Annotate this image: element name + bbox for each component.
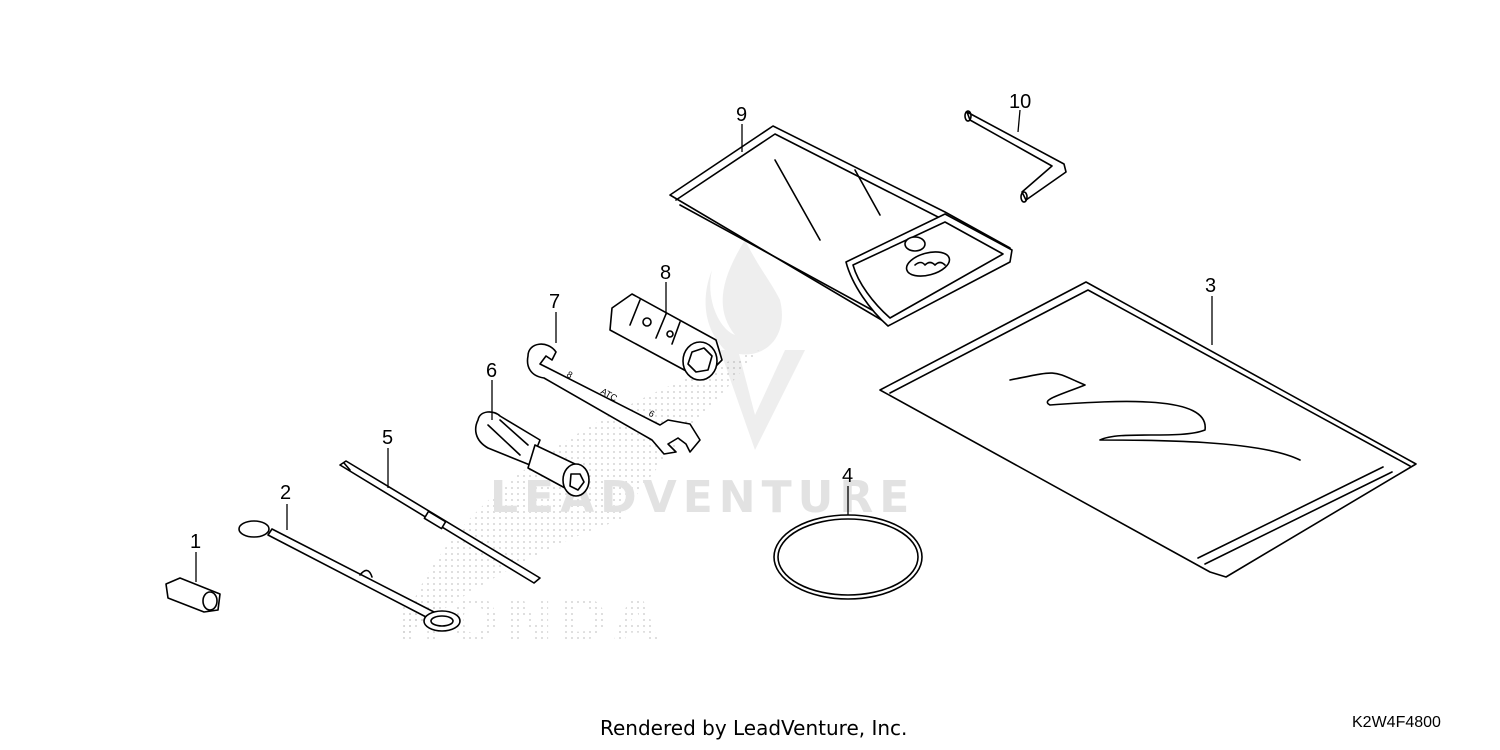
callout-10: 10 <box>1009 91 1031 113</box>
watermark: HONDA LEADVENTURE <box>395 240 909 654</box>
callout-4: 4 <box>842 465 853 487</box>
part-10-hex-key <box>964 110 1067 203</box>
part-3-manual-sleeve <box>879 281 1417 578</box>
callout-2: 2 <box>280 482 291 504</box>
footer-credit: Rendered by LeadVenture, Inc. <box>600 716 908 740</box>
part-9-tool-bag <box>669 125 1013 327</box>
part-8-socket-wrench <box>609 293 723 381</box>
callout-5: 5 <box>382 427 393 449</box>
flame-logo-watermark <box>705 240 805 450</box>
callout-7: 7 <box>549 291 560 313</box>
part-1-clip <box>165 577 221 613</box>
diagram-code: K2W4F4800 <box>1352 714 1441 731</box>
callout-1: 1 <box>190 531 201 553</box>
callout-6: 6 <box>486 360 497 382</box>
part-4-o-ring <box>773 514 923 600</box>
callouts: 1 2 3 4 5 6 7 8 9 10 <box>190 91 1216 553</box>
leader-lines <box>195 109 1213 582</box>
callout-9: 9 <box>736 104 747 126</box>
part-6-screwdriver-handle <box>474 411 590 497</box>
part-2-tommy-bar <box>238 520 461 632</box>
callout-8: 8 <box>660 262 671 284</box>
callout-3: 3 <box>1205 275 1216 297</box>
part-5-screwdriver-shaft <box>339 460 541 584</box>
svg-text:6: 6 <box>647 408 656 419</box>
svg-text:8: 8 <box>565 369 574 380</box>
